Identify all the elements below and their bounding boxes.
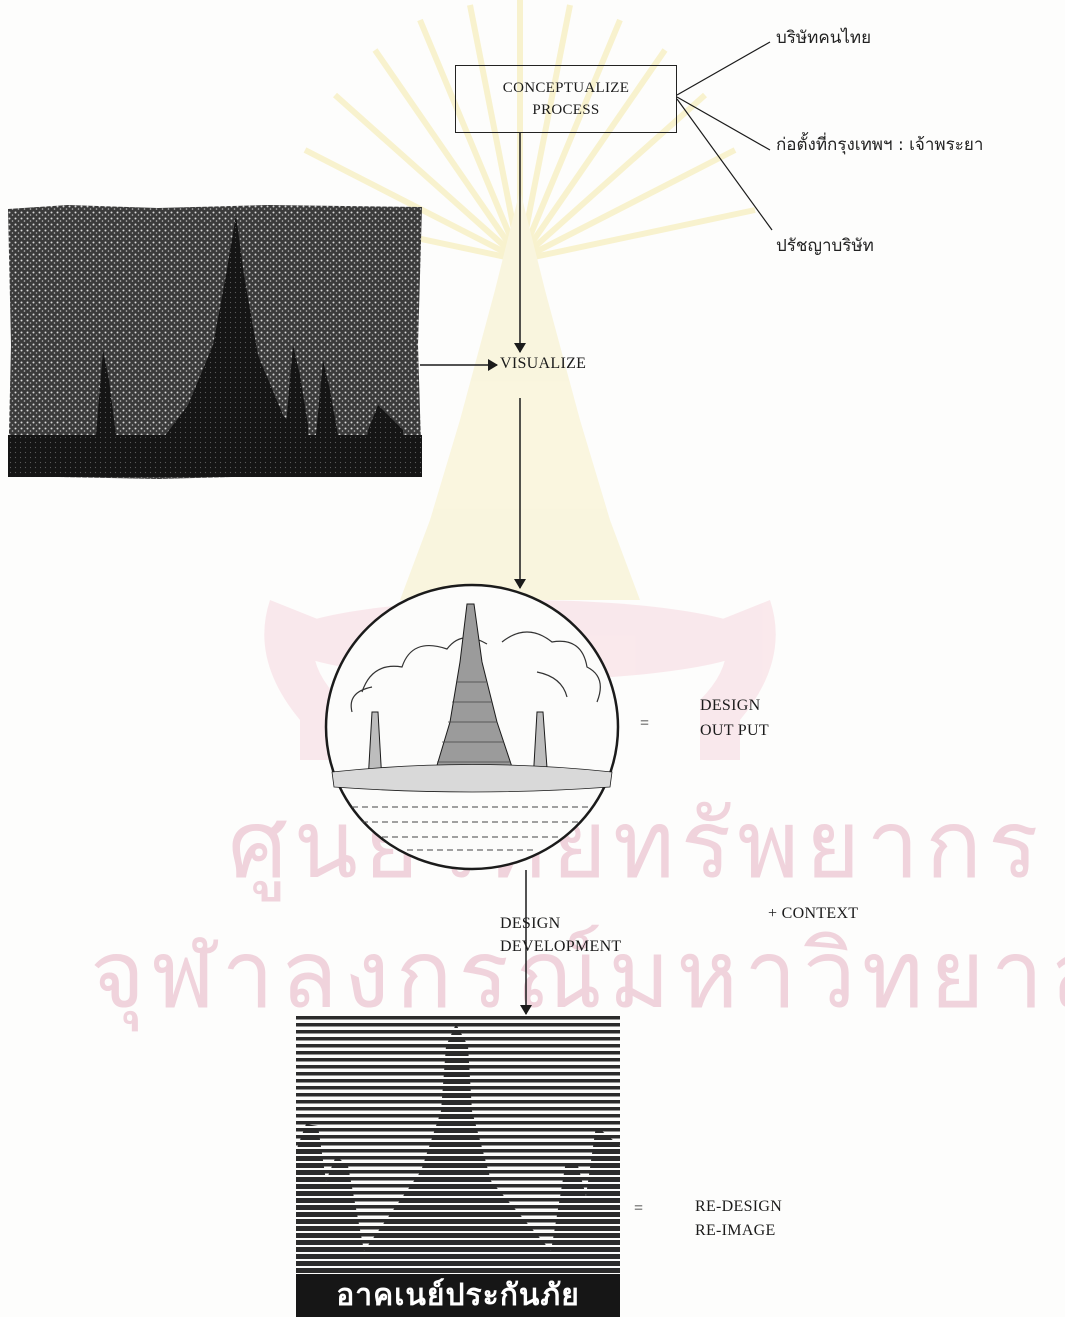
branch-label-thai-company: บริษัทคนไทย: [776, 24, 871, 51]
redesign-line1: RE-DESIGN: [695, 1198, 782, 1216]
context-label: + CONTEXT: [768, 905, 858, 923]
branch-line-2: [677, 97, 770, 150]
branch-label-bangkok-founded: ก่อตั้งที่กรุงเทพฯ : เจ้าพระยา: [776, 131, 983, 158]
branch-label-company-philosophy: ปรัชญาบริษัท: [776, 232, 874, 259]
design-output-line2: OUT PUT: [700, 722, 769, 740]
design-development-line1: DESIGN: [500, 915, 560, 933]
brand-logo-text: อาคเนย์ประกันภัย: [296, 1274, 620, 1317]
design-output-illustration: [322, 582, 622, 872]
redesign-logo-graphic: [296, 1016, 620, 1274]
process-box-line2: PROCESS: [532, 99, 599, 121]
visualize-label: VISUALIZE: [500, 355, 586, 373]
design-output-line1: DESIGN: [700, 697, 760, 715]
design-output-equals: =: [640, 715, 649, 733]
redesign-equals: =: [634, 1200, 643, 1218]
process-box-line1: CONCEPTUALIZE: [503, 77, 629, 99]
conceptualize-process-box: CONCEPTUALIZE PROCESS: [455, 65, 677, 133]
redesign-line2: RE-IMAGE: [695, 1222, 776, 1240]
branch-line-1: [677, 42, 770, 95]
design-development-line2: DEVELOPMENT: [500, 938, 622, 956]
branch-line-3: [677, 99, 772, 230]
temple-photo: [8, 205, 422, 480]
